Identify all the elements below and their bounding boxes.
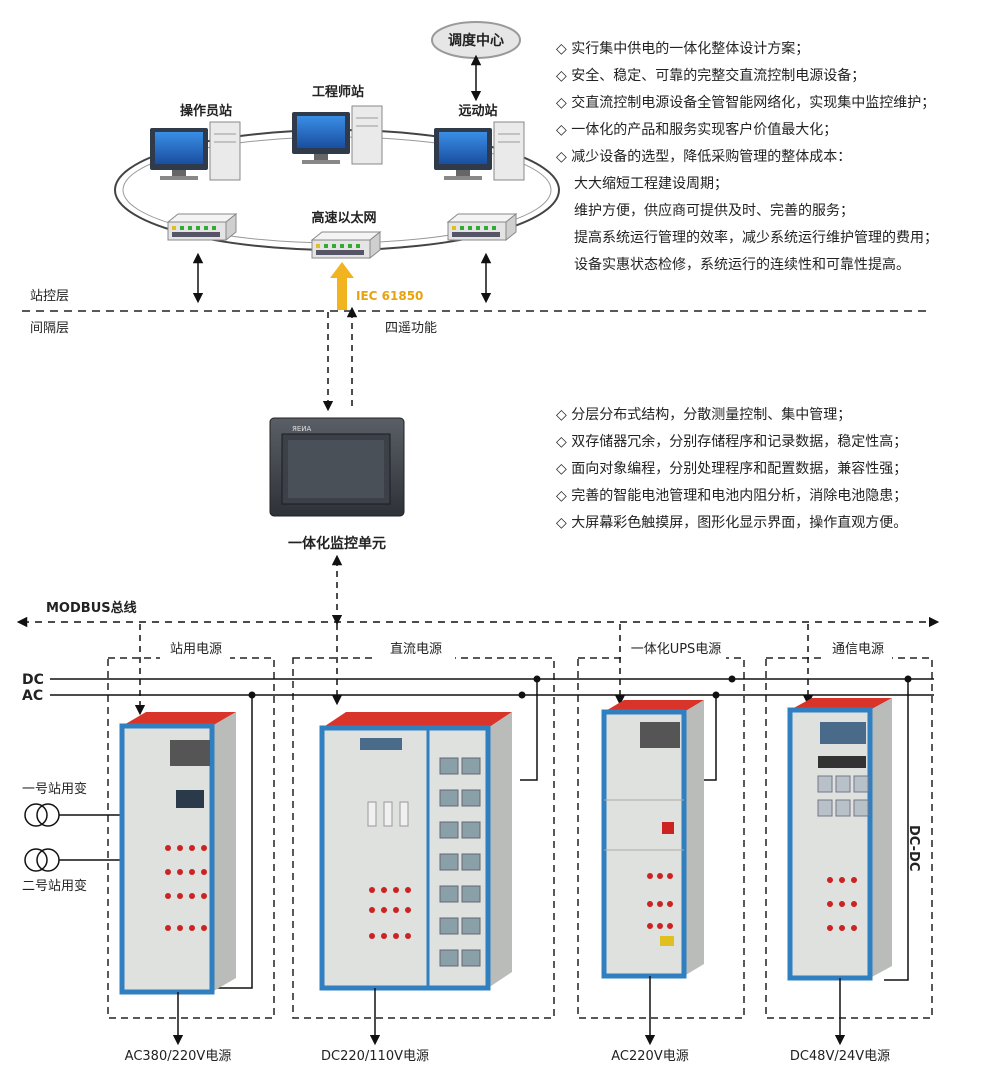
telecontrol-station: 远动站 (434, 103, 525, 181)
feature-item: ◇ 安全、稳定、可靠的完整交直流控制电源设备； (556, 68, 866, 84)
feature-item: ◇ 一体化的产品和服务实现客户价值最大化； (556, 122, 838, 138)
output-ac380: AC380/220V电源 (125, 1049, 232, 1064)
engineer-station: 工程师站 (292, 84, 383, 165)
network-switch-center: 高速以太网 (310, 210, 382, 260)
feature-item: ◇ 减少设备的选型，降低采购管理的整体成本： (556, 149, 852, 165)
feature-subitem: 提高系统运行管理的效率，减少系统运行维护管理的费用； (574, 230, 938, 246)
network-switch-right (446, 212, 518, 242)
station-layer-label: 站控层 (30, 289, 69, 304)
cabinet-dc-power (319, 712, 512, 991)
cabinet-comm-power (787, 698, 892, 981)
cabinet-ups-power (601, 700, 704, 979)
dc-power-title: 直流电源 (390, 642, 442, 657)
feature-subitem: 大大缩短工程建设周期； (574, 176, 728, 192)
feature-item: ◇ 分层分布式结构，分散测量控制、集中管理； (556, 407, 852, 423)
ups-power-title: 一体化UPS电源 (631, 642, 722, 657)
iec-label: IEC 61850 (356, 289, 423, 303)
cabinet-station-power (119, 712, 236, 995)
dc-label: DC (22, 672, 44, 688)
monitor-unit-label: 一体化监控单元 (288, 535, 386, 552)
feature-item: ◇ 交直流控制电源设备全管智能网络化，实现集中监控维护； (556, 95, 936, 111)
integrated-monitor-unit: ЯEИA 一体化监控单元 (269, 417, 405, 552)
iec-61850-arrow: IEC 61850 (330, 262, 423, 310)
svg-text:ЯEИA: ЯEИA (292, 425, 312, 433)
feature-item: ◇ 面向对象编程，分别处理程序和配置数据，兼容性强； (556, 461, 908, 477)
feature-list-top: ◇ 实行集中供电的一体化整体设计方案； ◇ 安全、稳定、可靠的完整交直流控制电源… (556, 36, 938, 279)
transformer2-label: 二号站用变 (22, 878, 87, 894)
network-switch-left (166, 212, 238, 242)
operator-station: 操作员站 (150, 103, 241, 181)
feature-item: ◇ 大屏幕彩色触摸屏，图形化显示界面，操作直观方便。 (556, 515, 908, 531)
output-dc48: DC48V/24V电源 (790, 1049, 890, 1064)
engineer-label: 工程师站 (312, 84, 364, 100)
feature-item: ◇ 实行集中供电的一体化整体设计方案； (556, 41, 810, 57)
dcdc-label: DC-DC (906, 825, 921, 871)
transformer1-label: 一号站用变 (22, 781, 87, 797)
dispatch-center: 调度中心 (431, 21, 521, 59)
bay-layer-label: 间隔层 (30, 321, 69, 336)
output-ac220: AC220V电源 (611, 1049, 688, 1064)
feature-item: ◇ 双存储器冗余，分别存储程序和记录数据，稳定性高； (556, 434, 908, 450)
comm-power-title: 通信电源 (832, 642, 884, 657)
output-dc220: DC220/110V电源 (321, 1049, 429, 1064)
group-dc-power (292, 657, 555, 1019)
feature-item: ◇ 完善的智能电池管理和电池内阻分析，消除电池隐患； (556, 488, 908, 504)
telecontrol-label: 远动站 (458, 103, 497, 119)
station-power-title: 站用电源 (170, 642, 222, 657)
server-tower-icon (209, 121, 241, 181)
server-tower-icon (493, 121, 525, 181)
operator-label: 操作员站 (180, 103, 232, 119)
modbus-label: MODBUS总线 (46, 600, 137, 616)
feature-subitem: 设备实惠状态检修，系统运行的连续性和可靠性提高。 (574, 257, 910, 273)
ac-label: AC (22, 688, 43, 704)
four-remote-label: 四遥功能 (385, 321, 437, 336)
server-tower-icon (351, 105, 383, 165)
ethernet-label: 高速以太网 (311, 210, 376, 226)
feature-list-mid: ◇ 分层分布式结构，分散测量控制、集中管理； ◇ 双存储器冗余，分别存储程序和记… (556, 402, 907, 537)
feature-subitem: 维护方便，供应商可提供及时、完善的服务； (574, 203, 854, 219)
dispatch-label: 调度中心 (448, 32, 504, 49)
